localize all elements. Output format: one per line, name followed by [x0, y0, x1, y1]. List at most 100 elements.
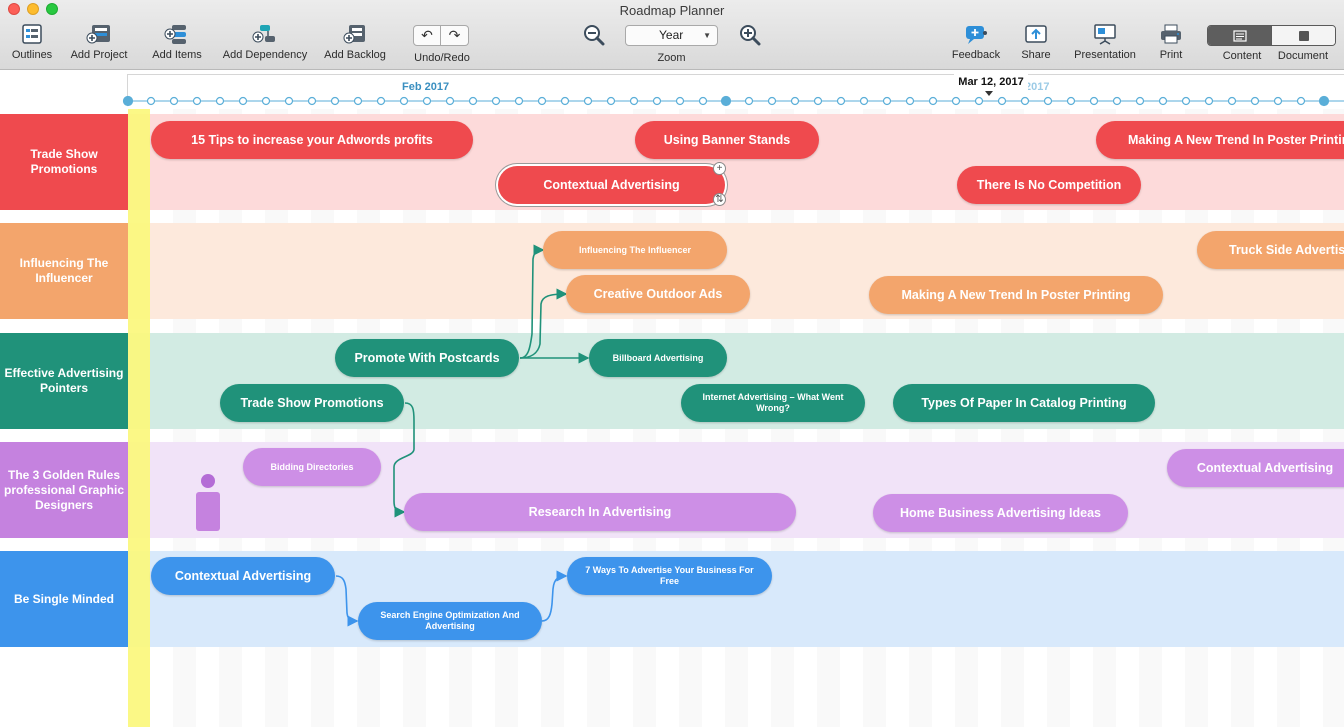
timeline-tick[interactable] [146, 96, 156, 106]
item-bidding-directories[interactable]: Bidding Directories [243, 448, 381, 486]
feedback-button[interactable]: Feedback [950, 22, 1002, 66]
timeline-tick[interactable] [1273, 96, 1283, 106]
timeline-tick[interactable] [675, 96, 685, 106]
item-trade-show[interactable]: Trade Show Promotions [220, 384, 404, 422]
window-minimize-button[interactable] [27, 3, 39, 15]
add-backlog-button[interactable]: Add Backlog [322, 22, 388, 66]
item-contextual-blue[interactable]: Contextual Advertising [151, 557, 335, 595]
item-truck-side[interactable]: Truck Side Advertising [1197, 231, 1344, 269]
timeline-tick[interactable] [606, 96, 616, 106]
timeline-tick[interactable] [1181, 96, 1191, 106]
add-dependency-handle[interactable]: + [713, 162, 726, 175]
timeline-tick[interactable] [1250, 96, 1260, 106]
item-influencing-influencer[interactable]: Influencing The Influencer [543, 231, 727, 269]
presentation-button[interactable]: Presentation [1072, 22, 1138, 66]
timeline-tick[interactable] [859, 96, 869, 106]
add-dependency-button[interactable]: Add Dependency [222, 22, 308, 66]
timeline-tick[interactable] [261, 96, 271, 106]
timeline-tick[interactable] [1318, 95, 1330, 107]
timeline-tick[interactable] [767, 96, 777, 106]
redo-button[interactable]: ↷ [441, 25, 469, 46]
item-poster-trend-orange[interactable]: Making A New Trend In Poster Printing [869, 276, 1163, 314]
timeline-tick[interactable] [399, 96, 409, 106]
lane-label[interactable]: Influencing The Influencer [0, 223, 128, 319]
zoom-out-icon[interactable] [583, 24, 605, 46]
item-billboard[interactable]: Billboard Advertising [589, 339, 727, 377]
timeline-tick[interactable] [744, 96, 754, 106]
timeline-tick[interactable] [1066, 96, 1076, 106]
timeline-tick[interactable] [698, 96, 708, 106]
timeline-tick[interactable] [537, 96, 547, 106]
item-internet-advertising[interactable]: Internet Advertising – What Went Wrong? [681, 384, 865, 422]
item-poster-trend-red[interactable]: Making A New Trend In Poster Printing [1096, 121, 1344, 159]
add-project-button[interactable]: Add Project [68, 22, 130, 66]
timeline-tick[interactable] [192, 96, 202, 106]
outlines-button[interactable]: Outlines [12, 22, 52, 66]
document-view-button[interactable] [1271, 26, 1335, 45]
timeline-tick[interactable] [560, 96, 570, 106]
lane-label[interactable]: Trade Show Promotions [0, 114, 128, 210]
timeline-tick[interactable] [376, 96, 386, 106]
timeline-tick[interactable] [790, 96, 800, 106]
timeline-tick[interactable] [652, 96, 662, 106]
timeline-tick[interactable] [997, 96, 1007, 106]
item-contextual-purple[interactable]: Contextual Advertising [1167, 449, 1344, 487]
timeline-tick[interactable] [215, 96, 225, 106]
lane-label[interactable]: Effective Advertising Pointers [0, 333, 128, 429]
timeline-tick[interactable] [1112, 96, 1122, 106]
timeline-tick[interactable] [284, 96, 294, 106]
timeline-tick[interactable] [307, 96, 317, 106]
timeline-tick[interactable] [1043, 96, 1053, 106]
timeline-tick[interactable] [583, 96, 593, 106]
print-button[interactable]: Print [1155, 22, 1187, 66]
timeline-tick[interactable] [1158, 96, 1168, 106]
timeline-tick[interactable] [1135, 96, 1145, 106]
timeline-tick[interactable] [353, 96, 363, 106]
timeline-tick[interactable] [882, 96, 892, 106]
timeline-tick[interactable] [720, 95, 732, 107]
item-seven-ways[interactable]: 7 Ways To Advertise Your Business For Fr… [567, 557, 772, 595]
timeline-tick[interactable] [468, 96, 478, 106]
undo-button[interactable]: ↶ [413, 25, 441, 46]
item-creative-outdoor[interactable]: Creative Outdoor Ads [566, 275, 750, 313]
today-marker[interactable] [128, 109, 150, 727]
timeline-ruler[interactable] [0, 71, 1344, 109]
window-maximize-button[interactable] [46, 3, 58, 15]
timeline-tick[interactable] [445, 96, 455, 106]
zoom-select[interactable]: Year ▼ [625, 25, 718, 46]
timeline-tick[interactable] [514, 96, 524, 106]
window-close-button[interactable] [8, 3, 20, 15]
item-home-business[interactable]: Home Business Advertising Ideas [873, 494, 1128, 532]
share-button[interactable]: Share [1018, 22, 1054, 66]
content-view-button[interactable] [1208, 26, 1271, 45]
item-seo-advertising[interactable]: Search Engine Optimization And Advertisi… [358, 602, 542, 640]
timeline-tick[interactable] [1089, 96, 1099, 106]
timeline-tick[interactable] [169, 96, 179, 106]
lane-label[interactable]: Be Single Minded [0, 551, 128, 647]
timeline-tick[interactable] [422, 96, 432, 106]
timeline-tick[interactable] [1296, 96, 1306, 106]
lane-label[interactable]: The 3 Golden Rules professional Graphic … [0, 442, 128, 538]
timeline-tick[interactable] [951, 96, 961, 106]
resize-handle[interactable]: ⇅ [713, 193, 726, 206]
timeline-tick[interactable] [928, 96, 938, 106]
timeline-tick[interactable] [1020, 96, 1030, 106]
timeline-tick[interactable] [974, 96, 984, 106]
timeline-tick[interactable] [491, 96, 501, 106]
item-banner-stands[interactable]: Using Banner Stands [635, 121, 819, 159]
timeline-tick[interactable] [905, 96, 915, 106]
timeline-tick[interactable] [629, 96, 639, 106]
timeline-tick[interactable] [330, 96, 340, 106]
timeline-tick[interactable] [1204, 96, 1214, 106]
timeline-tick[interactable] [122, 95, 134, 107]
assignee-avatar-icon[interactable] [196, 473, 220, 531]
timeline-tick[interactable] [238, 96, 248, 106]
timeline-tick[interactable] [836, 96, 846, 106]
item-tips-adwords[interactable]: 15 Tips to increase your Adwords profits [151, 121, 473, 159]
item-research-advertising[interactable]: Research In Advertising [404, 493, 796, 531]
item-no-competition[interactable]: There Is No Competition [957, 166, 1141, 204]
item-promote-postcards[interactable]: Promote With Postcards [335, 339, 519, 377]
item-catalog-paper[interactable]: Types Of Paper In Catalog Printing [893, 384, 1155, 422]
add-items-button[interactable]: Add Items [150, 22, 204, 66]
timeline-tick[interactable] [1227, 96, 1237, 106]
